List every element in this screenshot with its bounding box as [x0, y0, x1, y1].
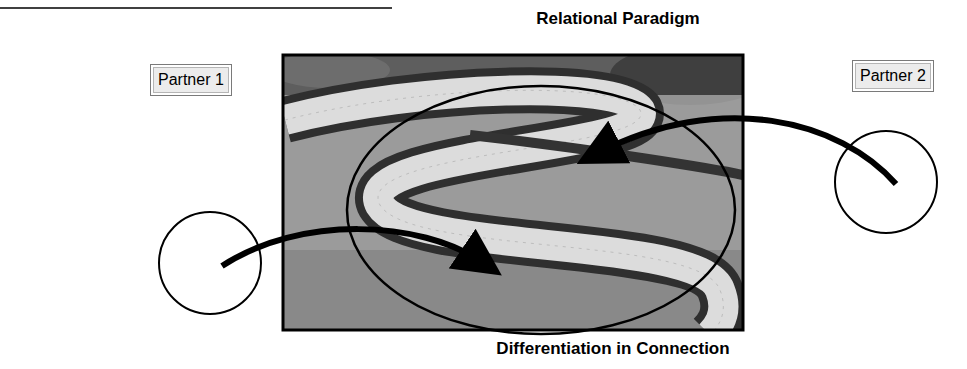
- partner-box: Partner 1: [150, 64, 232, 96]
- caption: Differentiation in Connection: [496, 339, 729, 359]
- partner-circle: [159, 212, 261, 314]
- top-rule: [0, 7, 392, 9]
- photo-frame: [283, 55, 743, 330]
- reach-arrow: [598, 118, 896, 184]
- partner-label: Partner 2: [860, 66, 926, 86]
- garden-photo: [283, 55, 743, 330]
- partner-box: Partner 2: [852, 60, 934, 92]
- partner-label: Partner 1: [158, 70, 224, 90]
- title: Relational Paradigm: [536, 9, 699, 29]
- reach-arrow: [222, 229, 482, 266]
